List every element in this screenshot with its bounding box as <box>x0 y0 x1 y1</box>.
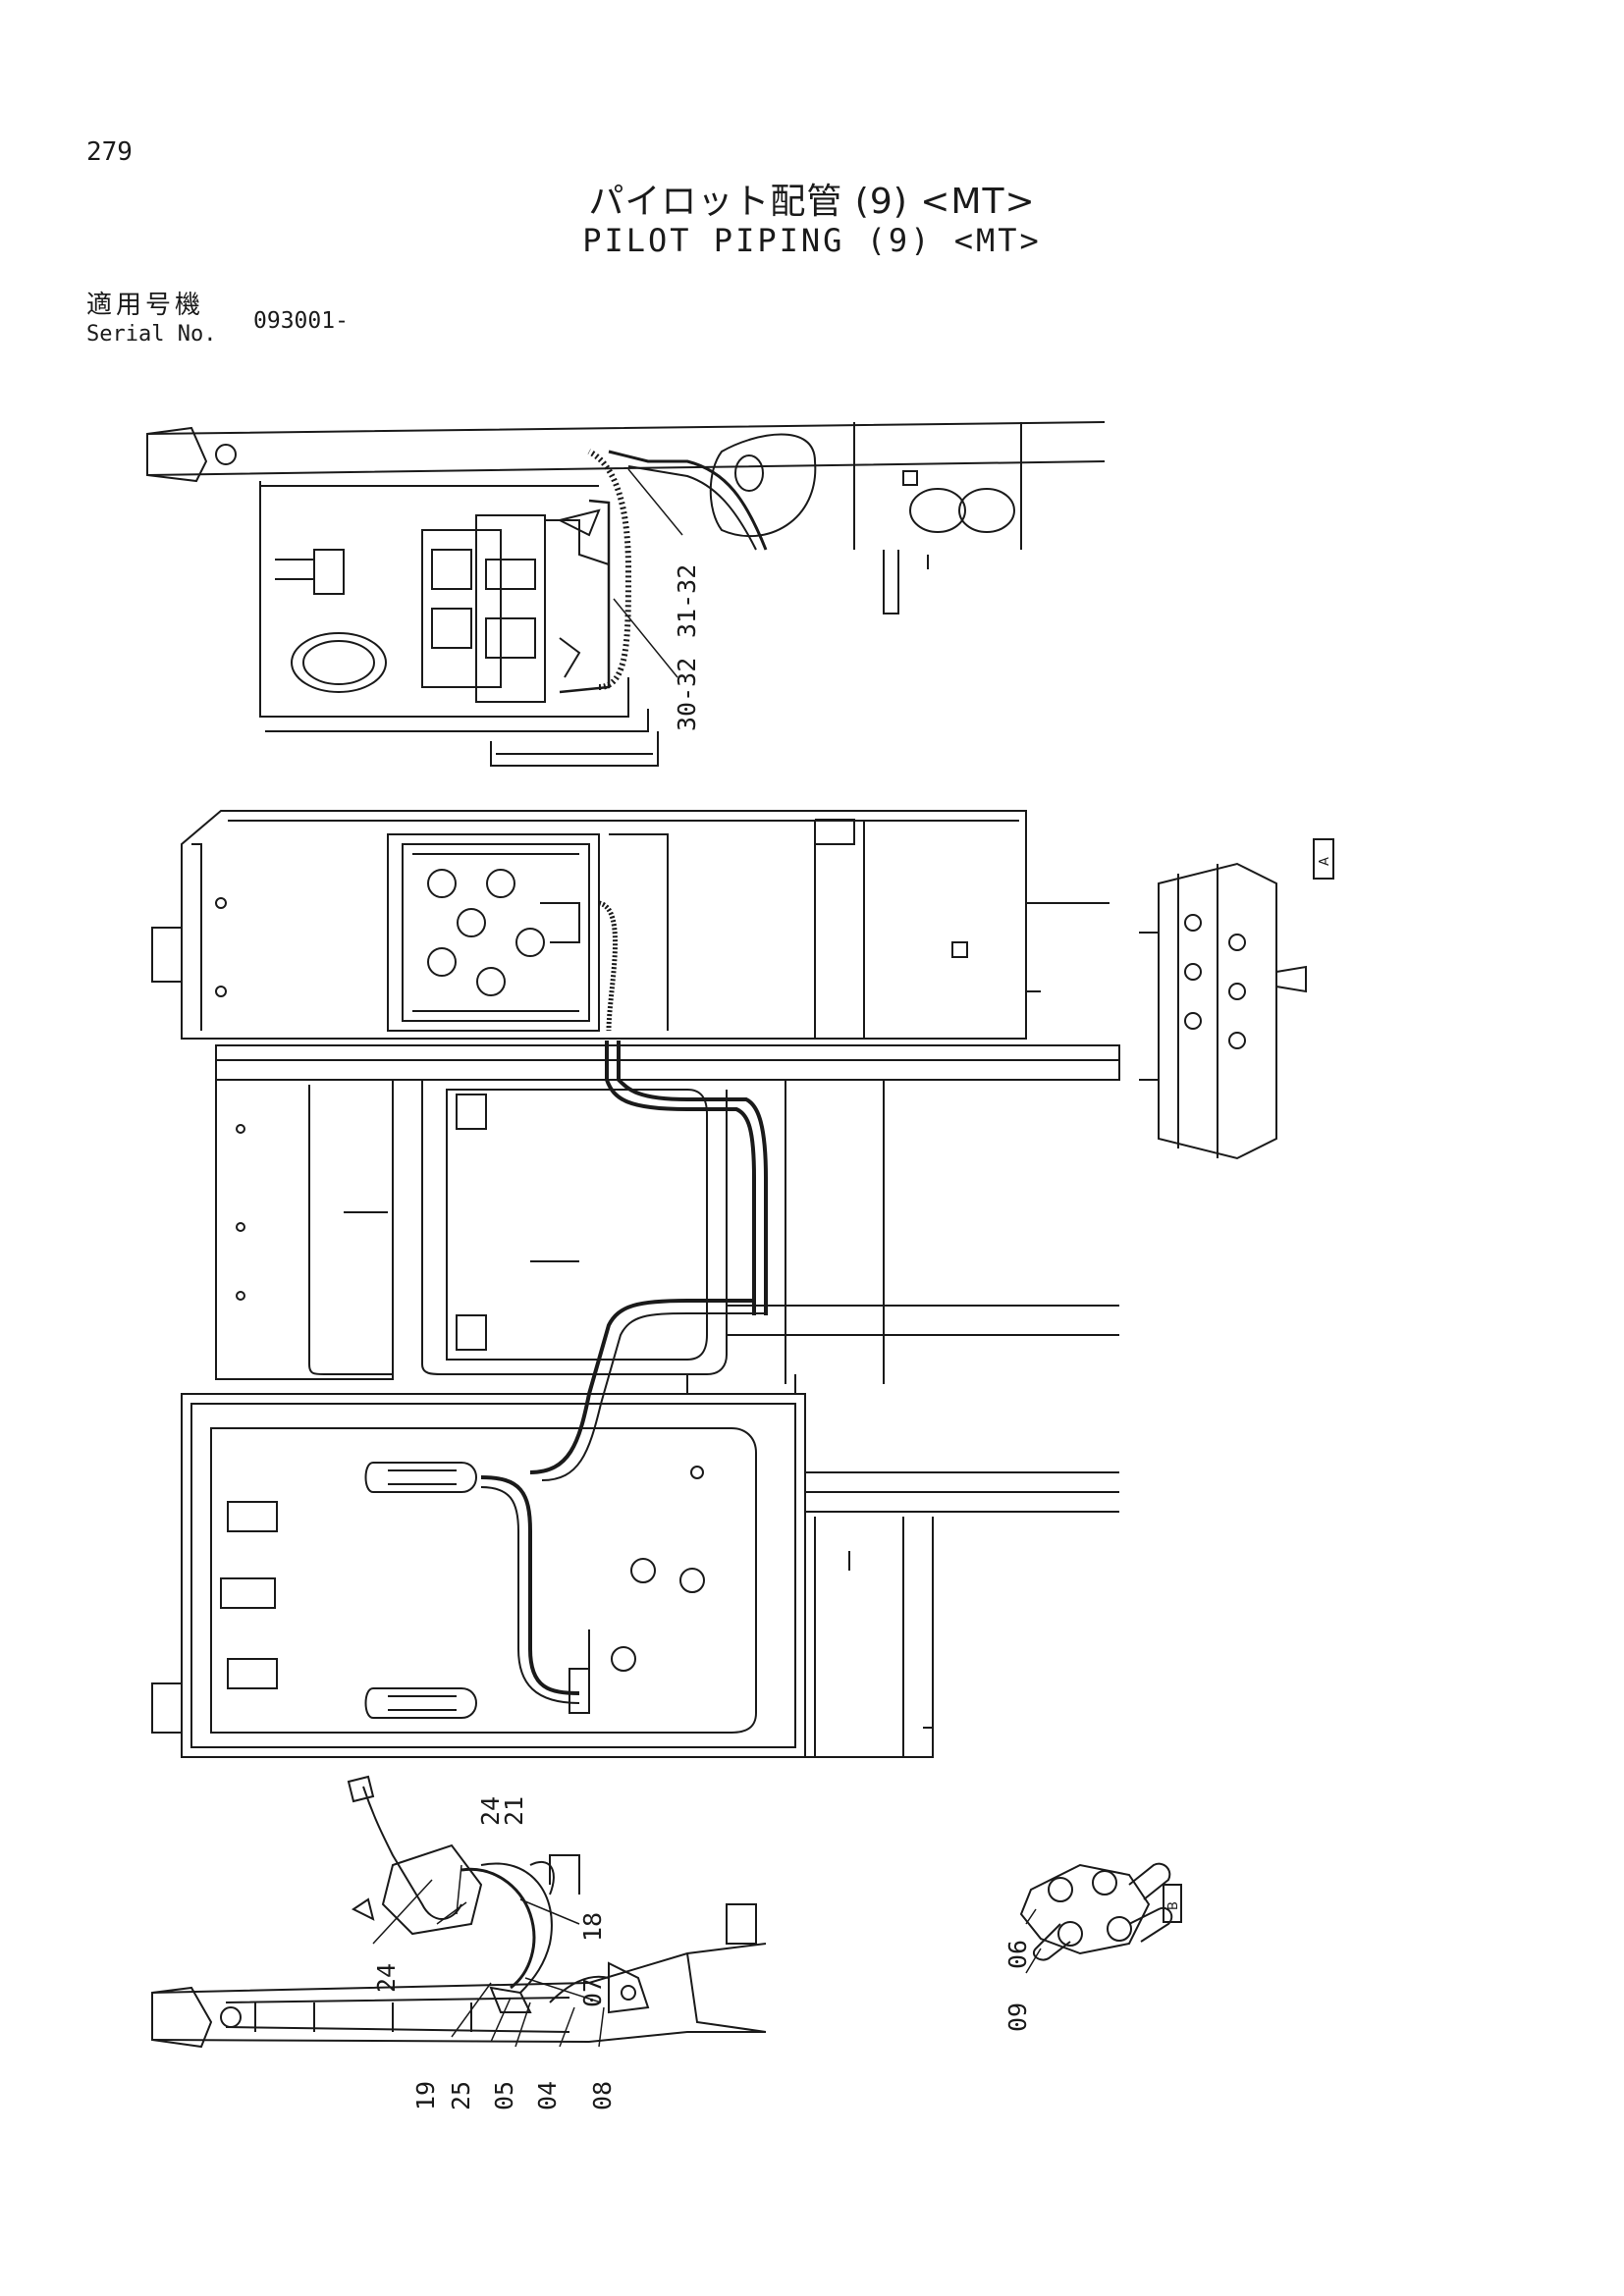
serial-number-value: 093001- <box>253 308 349 334</box>
callout-06: 06 <box>1003 1940 1032 1969</box>
side-view-pilot-lever <box>151 1775 767 2049</box>
callout-04: 04 <box>533 2081 562 2110</box>
serial-label-english: Serial No. <box>86 322 217 347</box>
callout-30-32: 30-32 <box>673 658 701 731</box>
callout-09: 09 <box>1003 2002 1032 2032</box>
serial-label-japanese: 適用号機 <box>86 291 205 320</box>
callouts: 31-32 30-32 24 21 24 18 07 19 25 05 04 0… <box>372 564 1332 2110</box>
detail-view-a <box>1139 838 1334 1160</box>
callout-31-32: 31-32 <box>673 564 701 638</box>
leader-lines <box>372 468 1042 2048</box>
detail-view-b <box>1019 1862 1182 1961</box>
view-label-a: A <box>1318 857 1332 866</box>
view-label-b: B <box>1166 1901 1181 1910</box>
callout-05: 05 <box>490 2081 518 2110</box>
callout-24-upper: 24 <box>476 1796 505 1826</box>
callout-18: 18 <box>578 1912 607 1942</box>
plan-view-main-frame <box>151 810 1120 1395</box>
title-japanese: パイロット配管 (9) <MT> <box>588 182 1036 222</box>
callout-08: 08 <box>588 2081 617 2110</box>
callout-07: 07 <box>578 1978 607 2007</box>
plan-view-cab-floor <box>151 1299 1119 1758</box>
callout-21: 21 <box>500 1796 528 1826</box>
callout-25: 25 <box>447 2081 475 2110</box>
callout-19: 19 <box>411 2081 440 2110</box>
page-number: 279 <box>86 137 133 167</box>
title-english: PILOT PIPING (9) <MT> <box>582 222 1042 259</box>
callout-24-lower: 24 <box>372 1963 401 1993</box>
top-view-control-valve <box>146 421 1106 767</box>
